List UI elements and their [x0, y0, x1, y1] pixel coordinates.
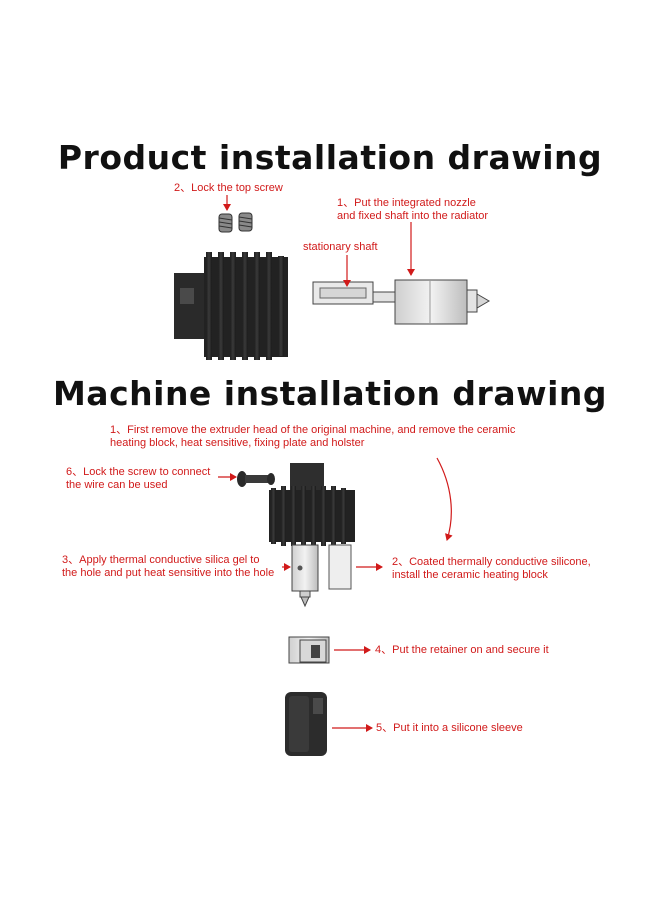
note-step4: 4、Put the retainer on and secure it	[375, 644, 549, 656]
terminal-screw-icon	[237, 471, 275, 487]
note-step6: 6、Lock the screw to connect the wire can…	[66, 466, 211, 491]
machine-installation-title: Machine installation drawing	[52, 374, 608, 413]
note-step2: 2、Coated thermally conductive silicone, …	[392, 556, 591, 581]
note-step1: 1、First remove the extruder head of the …	[110, 424, 516, 449]
note-step5: 5、Put it into a silicone sleeve	[376, 722, 523, 734]
arrow-step1	[436, 457, 453, 541]
stationary-shaft-icon	[312, 281, 396, 305]
heater-block-icon	[291, 544, 319, 608]
ceramic-heating-block-icon	[328, 544, 352, 590]
product-installation-title: Product installation drawing	[57, 138, 603, 177]
silicone-sleeve-icon	[285, 692, 327, 756]
radiator-heatsink-icon	[174, 252, 288, 360]
note-put-nozzle: 1、Put the integrated nozzle and fixed sh…	[337, 197, 489, 222]
note-lock-top-screw: 2、Lock the top screw	[174, 182, 283, 194]
retainer-clip-icon	[288, 636, 330, 664]
note-step3: 3、Apply thermal conductive silica gel to…	[62, 554, 275, 579]
set-screws-icon	[218, 212, 253, 233]
hotend-heatsink-icon	[269, 463, 355, 546]
integrated-nozzle-icon	[394, 279, 490, 325]
note-stationary-shaft: stationary shaft	[303, 241, 378, 253]
